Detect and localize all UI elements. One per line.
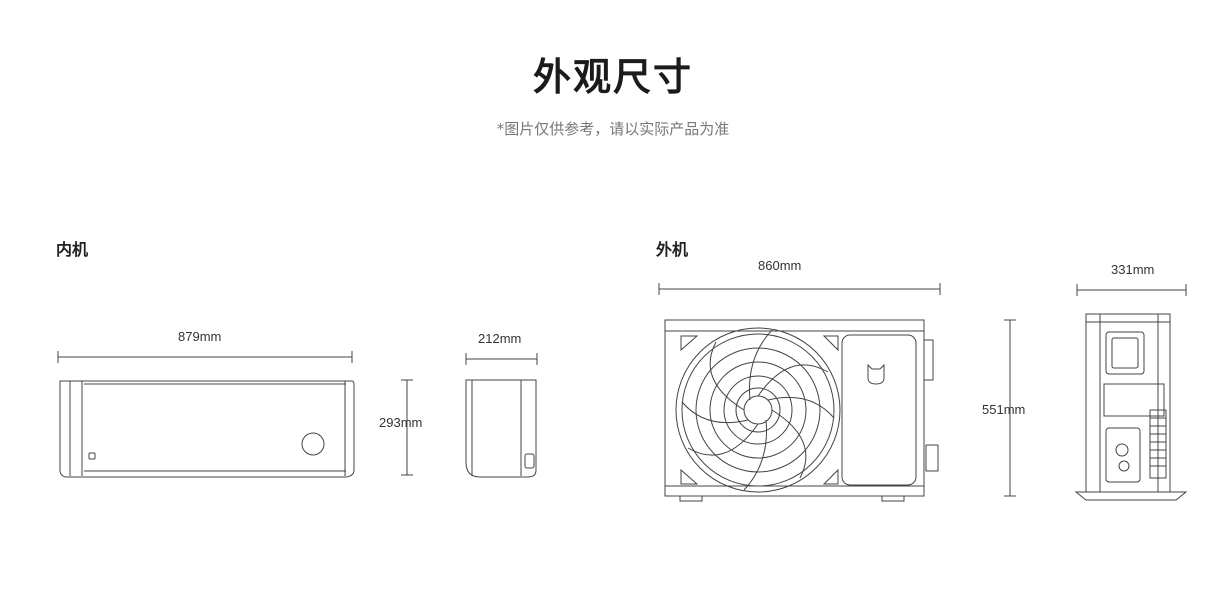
indoor-height-dimension [401,379,413,476]
outdoor-width-dimension [658,283,941,295]
indoor-unit-front [59,380,355,478]
indoor-width-label: 879mm [178,329,222,344]
indoor-unit-label: 内机 [56,240,89,259]
outdoor-height-label: 551mm [982,402,1026,417]
outdoor-unit-front [664,319,939,502]
outdoor-depth-label: 331mm [1111,262,1155,277]
indoor-width-dimension [57,351,353,363]
outdoor-height-dimension [1004,319,1016,497]
outdoor-unit-side [1074,313,1188,501]
page-title: 外观尺寸 [532,55,693,99]
indoor-unit-side [465,379,537,478]
indoor-height-label: 293mm [379,415,423,430]
disclaimer-note: *图片仅供参考，请以实际产品为准 [496,120,730,138]
indoor-depth-dimension [465,353,538,365]
indoor-depth-label: 212mm [478,331,522,346]
outdoor-depth-dimension [1076,284,1187,296]
outdoor-unit-label: 外机 [656,240,689,259]
outdoor-width-label: 860mm [758,258,802,273]
